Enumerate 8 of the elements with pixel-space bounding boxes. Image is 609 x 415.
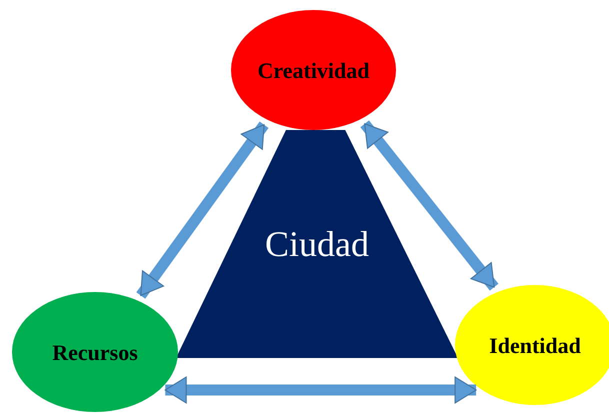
triangle-shape	[176, 130, 458, 358]
node-label: Creatividad	[257, 56, 370, 84]
double-arrow	[360, 120, 498, 291]
double-arrow	[164, 376, 477, 404]
double-arrow	[136, 122, 269, 299]
node-label: Recursos	[52, 338, 138, 366]
node-label: Ciudad	[265, 223, 369, 266]
node-label: Identidad	[489, 332, 581, 360]
